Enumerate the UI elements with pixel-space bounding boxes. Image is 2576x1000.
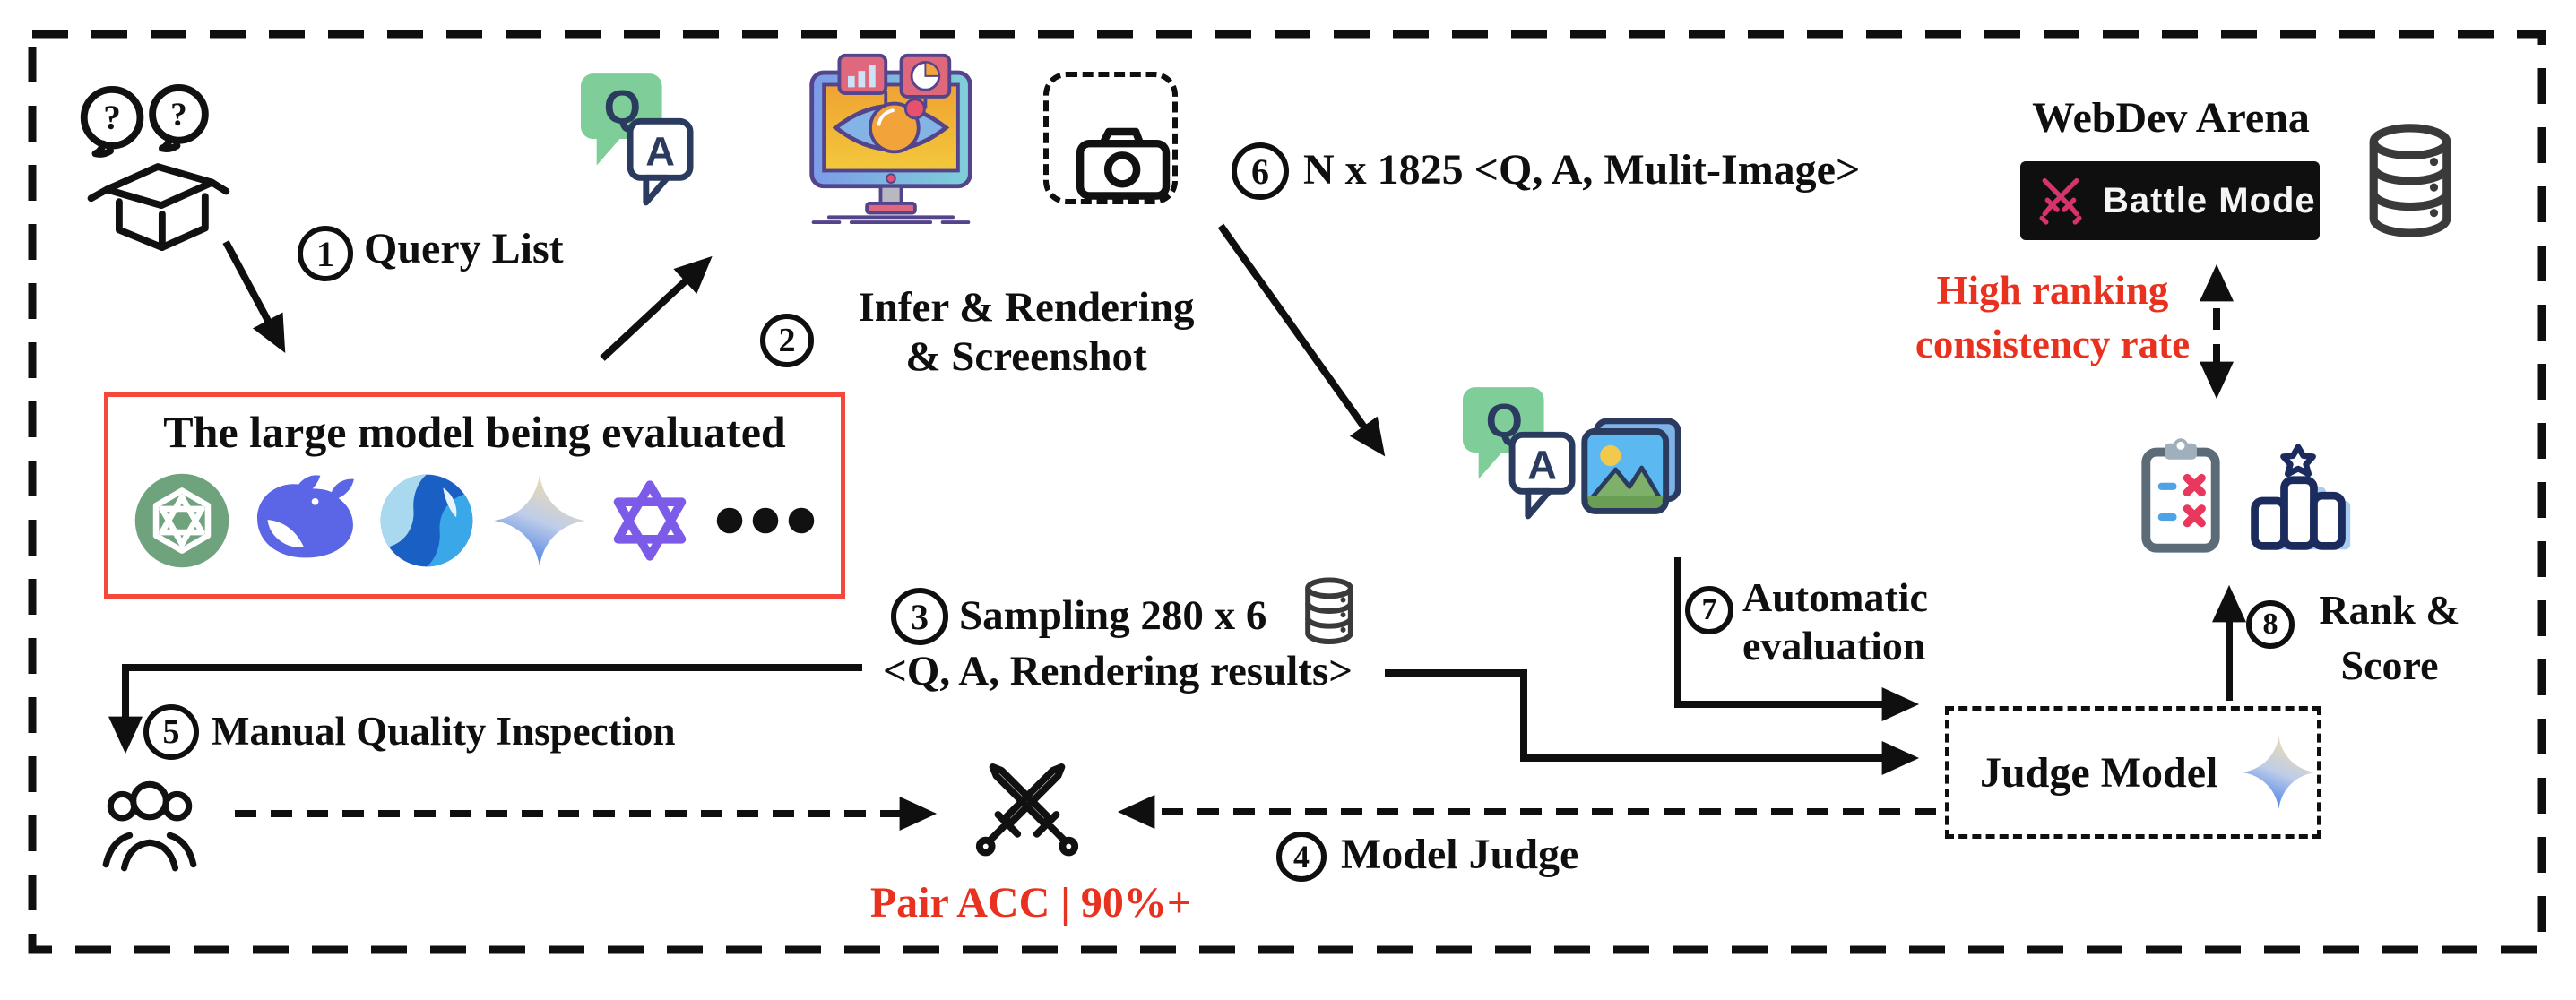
gemini-star-icon bbox=[2243, 736, 2316, 809]
qa-image-icon bbox=[1581, 418, 1681, 514]
pair-acc-note: Pair ACC | 90%+ bbox=[869, 879, 1192, 927]
deepseek-logo bbox=[256, 475, 354, 558]
step-7-label: Automatic evaluation bbox=[1742, 573, 1928, 670]
qa-chat-icon: Q A bbox=[580, 73, 694, 206]
step-8-badge: 8 bbox=[2246, 600, 2295, 649]
question-box-icon: ? ? bbox=[80, 84, 230, 252]
evaluated-models-box: The large model being evaluated bbox=[104, 392, 845, 599]
step-7-badge: 7 bbox=[1685, 586, 1733, 634]
svg-text:A: A bbox=[1527, 443, 1557, 488]
step-3-badge: 3 bbox=[891, 588, 948, 645]
clipboard-check-icon bbox=[2141, 438, 2220, 553]
webdev-arena-title: WebDev Arena bbox=[2032, 94, 2310, 142]
step-2-line2: & Screenshot bbox=[905, 333, 1147, 380]
ranking-line1: High ranking bbox=[1936, 268, 2169, 313]
podium-rank-icon bbox=[2251, 444, 2351, 550]
ranking-consistency-note: High ranking consistency rate bbox=[1898, 263, 2207, 371]
svg-text:A: A bbox=[645, 129, 675, 175]
monitor-render-icon bbox=[809, 53, 972, 224]
gemini-logo bbox=[493, 475, 585, 566]
step-2-badge: 2 bbox=[760, 314, 814, 367]
qwen-logo bbox=[613, 480, 686, 561]
arrow-step2 bbox=[600, 255, 713, 361]
step-7-line1: Automatic bbox=[1742, 574, 1928, 620]
battle-mode-label: Battle Mode bbox=[2103, 180, 2316, 220]
svg-text:?: ? bbox=[103, 99, 121, 137]
openai-logo bbox=[134, 473, 229, 568]
arrow-step5-elbow bbox=[108, 664, 862, 754]
model-logo-row bbox=[108, 467, 841, 574]
crossed-swords-icon bbox=[975, 763, 1079, 857]
outer-dashed-border bbox=[28, 30, 2546, 954]
battle-mode-badge: Battle Mode bbox=[2020, 161, 2320, 240]
battle-swords-icon bbox=[2039, 177, 2082, 225]
arrow-step3-to-judge bbox=[1385, 669, 1920, 776]
qa-chat-icon-middle: Q A bbox=[1462, 387, 1576, 520]
judge-model-box: Judge Model bbox=[1945, 706, 2321, 839]
ranking-line2: consistency rate bbox=[1915, 322, 2191, 366]
step-8-line2: Score bbox=[2340, 642, 2439, 688]
step-8-line1: Rank & bbox=[2319, 587, 2460, 633]
hunyuan-logo bbox=[380, 474, 472, 567]
step-8-label: Rank & Score bbox=[2300, 582, 2479, 694]
arrow-step7-elbow bbox=[1674, 557, 1920, 722]
step-5-label: Manual Quality Inspection bbox=[212, 709, 676, 754]
step-2-label: Infer & Rendering & Screenshot bbox=[834, 283, 1219, 382]
arrow-step1 bbox=[222, 240, 286, 354]
step-7-line2: evaluation bbox=[1742, 623, 1926, 668]
step-1-badge: 1 bbox=[298, 226, 353, 281]
step-3-line1: Sampling 280 x 6 bbox=[959, 592, 1267, 639]
step-3-line2: <Q, A, Rendering results> bbox=[883, 648, 1353, 694]
step-1-label: Query List bbox=[364, 225, 564, 272]
svg-text:?: ? bbox=[170, 97, 187, 134]
people-group-icon bbox=[102, 780, 197, 872]
database-icon-sampling bbox=[1305, 577, 1353, 644]
step-2-line1: Infer & Rendering bbox=[858, 284, 1195, 331]
step-6-label: N x 1825 <Q, A, Mulit-Image> bbox=[1303, 146, 1861, 194]
step-5-badge: 5 bbox=[143, 704, 199, 760]
step-4-badge: 4 bbox=[1276, 832, 1327, 882]
judge-model-label: Judge Model bbox=[1980, 748, 2218, 797]
evaluated-models-title: The large model being evaluated bbox=[163, 407, 786, 457]
ellipsis-icon bbox=[716, 507, 814, 534]
step-4-label: Model Judge bbox=[1341, 831, 1579, 878]
arrow-step6 bbox=[1217, 223, 1386, 457]
step-6-badge: 6 bbox=[1232, 142, 1289, 200]
camera-icon bbox=[1076, 127, 1171, 200]
screenshot-capture-box bbox=[1043, 72, 1178, 204]
database-icon-arena bbox=[2369, 124, 2451, 237]
